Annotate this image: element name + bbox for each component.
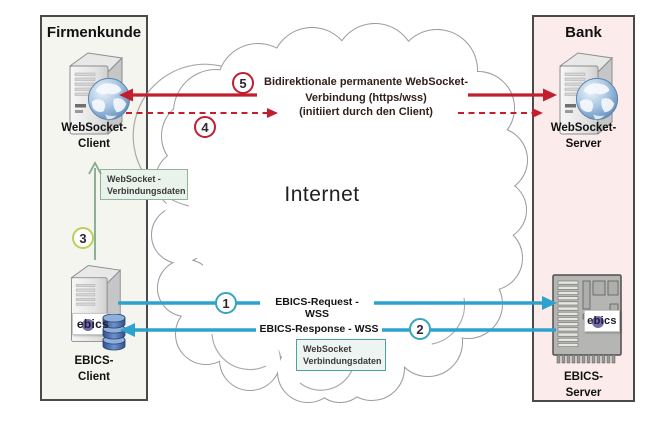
step-badge-2: 2: [409, 318, 431, 340]
globe-icon-websocket-server: [575, 77, 619, 121]
internet-label: Internet: [284, 183, 360, 206]
ebics-logo-dot: [82, 319, 94, 331]
ebics-request-label: EBICS-Request - WSS: [260, 295, 374, 321]
label-ebics-client: EBICS- Client: [74, 355, 114, 383]
websocket-connection-data-box-cloud: WebSocket Verbindungsdaten: [296, 339, 386, 371]
panel-title-bank: Bank: [565, 24, 602, 41]
label-websocket-server: WebSocket- Server: [550, 122, 617, 150]
websocket-connection-data-box-client: WebSocket - Verbindungsdaten: [100, 169, 188, 200]
ebics-logo-dot: [592, 316, 604, 328]
step-badge-5: 5: [232, 72, 254, 94]
label-websocket-client: WebSocket- Client: [61, 122, 127, 150]
ebics-response-label: EBICS-Response - WSS: [256, 322, 382, 336]
ebics-logo-server: ebics: [584, 310, 620, 332]
websocket-caption-line3: (initiiert durch den Client): [299, 106, 433, 118]
panel-title-firmenkunde: Firmenkunde: [46, 24, 142, 41]
globe-icon-websocket-client: [87, 77, 131, 121]
websocket-caption-line2: Verbindung (https/wss): [305, 92, 427, 104]
step-badge-3: 3: [72, 227, 94, 249]
step-badge-4: 4: [194, 116, 216, 138]
label-ebics-server: EBICS- Server: [564, 371, 603, 399]
ebics-logo-client: ebics: [72, 313, 114, 335]
step-badge-1: 1: [215, 292, 237, 314]
websocket-caption-line1: Bidirektionale permanente WebSocket-: [264, 76, 468, 88]
